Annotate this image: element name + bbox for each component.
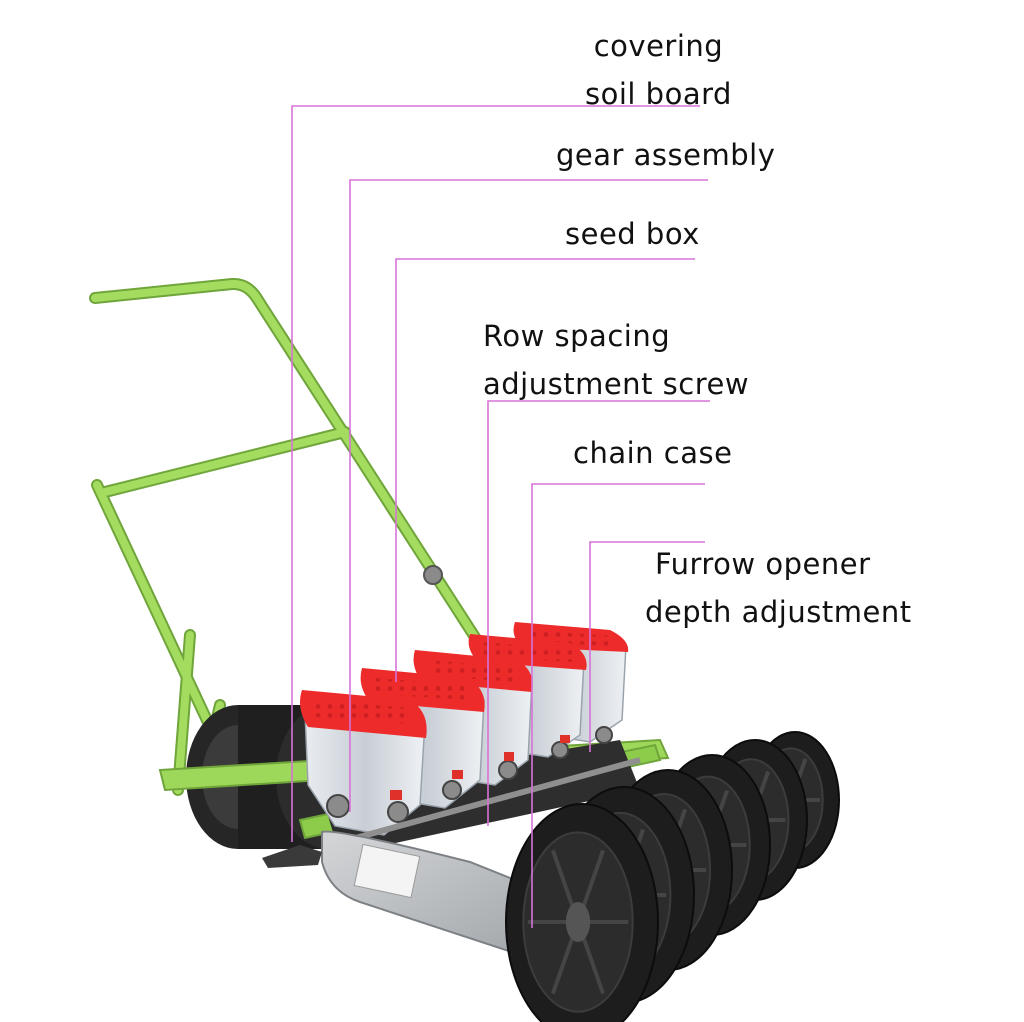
leader-covering-soil-board bbox=[291, 105, 700, 842]
label-row-spacing-adjustment-screw: Row spacing adjustment screw bbox=[483, 312, 749, 408]
label-line: chain case bbox=[573, 436, 733, 470]
leader-seed-box bbox=[395, 258, 695, 682]
handle-frame bbox=[89, 277, 486, 844]
label-line: Row spacing bbox=[483, 319, 671, 353]
label-line: adjustment screw bbox=[483, 367, 750, 401]
label-chain-case: chain case bbox=[573, 436, 732, 471]
label-covering-soil-board: covering soil board bbox=[585, 22, 732, 118]
leader-chain-case bbox=[531, 483, 705, 928]
gear-assembly-parts bbox=[326, 726, 641, 848]
label-line: covering bbox=[593, 29, 724, 63]
label-line: gear assembly bbox=[556, 138, 776, 172]
label-gear-assembly: gear assembly bbox=[556, 138, 775, 173]
label-line: Furrow opener bbox=[655, 547, 871, 581]
spacing-rod bbox=[329, 757, 641, 848]
leader-furrow-opener-depth-adjustment bbox=[589, 541, 705, 752]
label-line: soil board bbox=[585, 77, 732, 111]
label-seed-box: seed box bbox=[565, 217, 700, 252]
handle-bolt-icon bbox=[423, 565, 443, 585]
covering-soil-board-part bbox=[262, 845, 322, 868]
label-line: depth adjustment bbox=[645, 595, 912, 629]
roller-wheel bbox=[505, 803, 659, 1022]
plate-sticker bbox=[353, 843, 421, 899]
leader-lines bbox=[291, 105, 710, 928]
label-line: seed box bbox=[565, 217, 700, 251]
front-roller-wheels bbox=[505, 731, 840, 1022]
label-furrow-opener-depth-adjustment: Furrow opener depth adjustment bbox=[645, 540, 912, 636]
leader-gear-assembly bbox=[349, 179, 708, 812]
leader-row-spacing-adjustment-screw bbox=[487, 400, 710, 826]
